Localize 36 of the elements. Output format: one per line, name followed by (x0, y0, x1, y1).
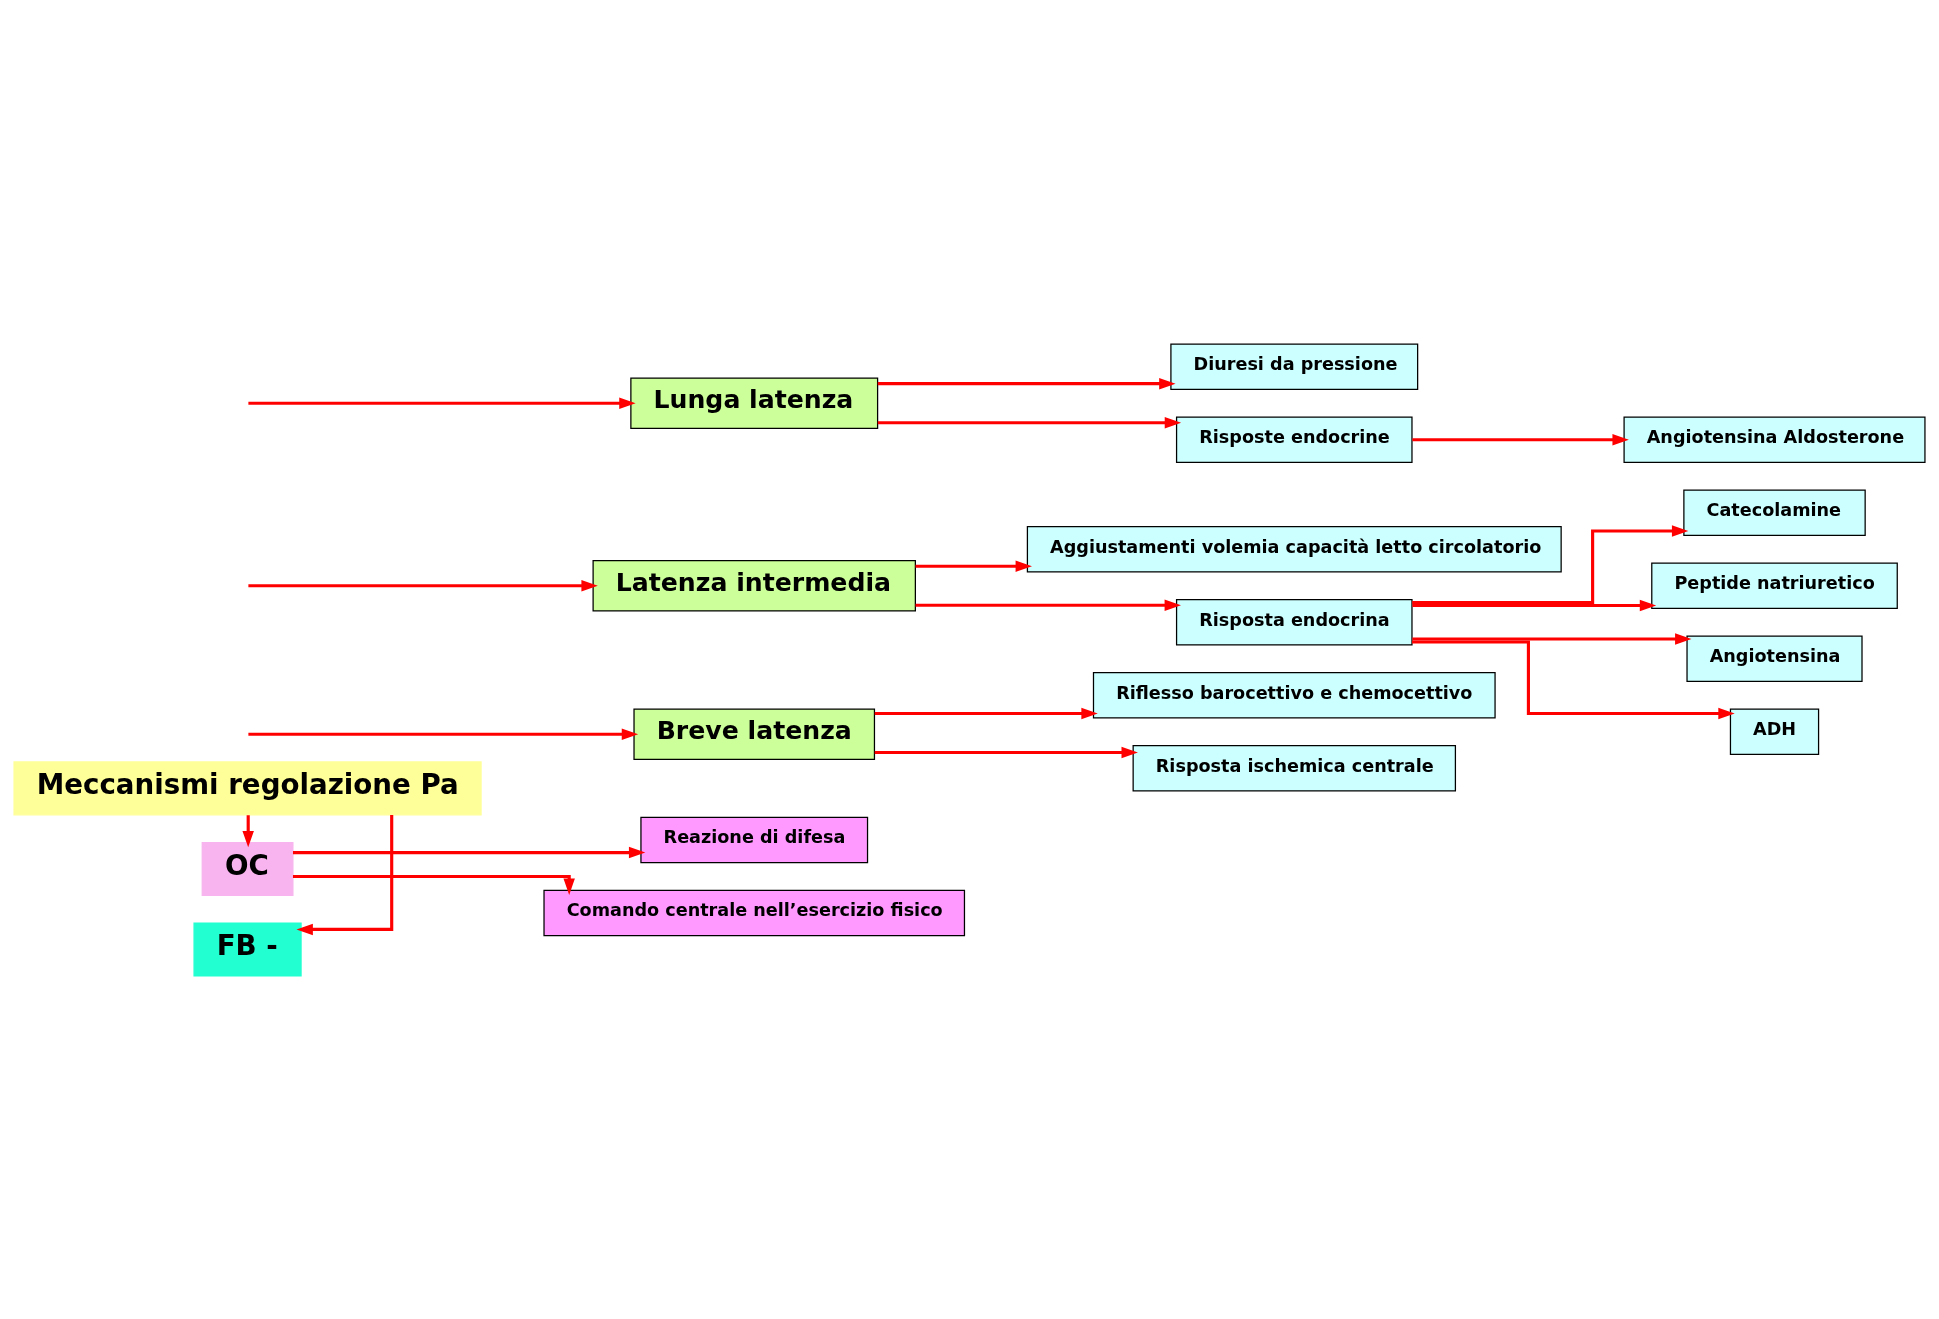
node-box: Breve latenza (633, 707, 876, 760)
arrow (877, 416, 1182, 428)
arrow (1412, 639, 1735, 719)
node-box: OC (201, 841, 294, 896)
node-box: Risposta endocrina (1175, 598, 1413, 645)
node-box: Meccanismi regolazione Pa (13, 760, 482, 815)
arrow (877, 377, 1176, 389)
arrow (1412, 524, 1689, 604)
node-box: FB - (193, 921, 302, 977)
arrow (292, 846, 646, 858)
arrow (248, 579, 598, 591)
arrow (915, 599, 1181, 611)
node-box: ADH (1729, 707, 1820, 755)
node-box: Comando centrale nell’esercizio fisico (543, 889, 966, 936)
arrow (1412, 632, 1692, 645)
node-box: Reazione di difesa (640, 816, 869, 863)
arrow (292, 874, 575, 895)
node-box: Catecolamine (1683, 488, 1866, 536)
node-box: Riflesso barocettivo e chemocettivo (1092, 671, 1496, 719)
node-box: Latenza intermedia (592, 559, 916, 612)
node-box: Risposte endocrine (1175, 415, 1413, 463)
node-box: Angiotensina Aldosterone (1623, 415, 1926, 463)
node-box: Angiotensina (1686, 634, 1863, 682)
node-box: Risposta ischemica centrale (1132, 744, 1457, 792)
node-box: Diuresi da pressione (1170, 342, 1419, 390)
arrow (296, 814, 394, 935)
arrow (248, 396, 636, 409)
node-box: Lunga latenza (630, 376, 879, 429)
arrow (1412, 433, 1629, 445)
node-box: Peptide natriuretico (1651, 561, 1898, 609)
arrow (1412, 599, 1657, 611)
arrow (915, 559, 1032, 572)
arrow (248, 728, 639, 740)
node-box: Aggiustamenti volemia capacità letto circolatorio (1026, 525, 1562, 572)
arrow (874, 746, 1138, 758)
arrow (874, 707, 1098, 719)
